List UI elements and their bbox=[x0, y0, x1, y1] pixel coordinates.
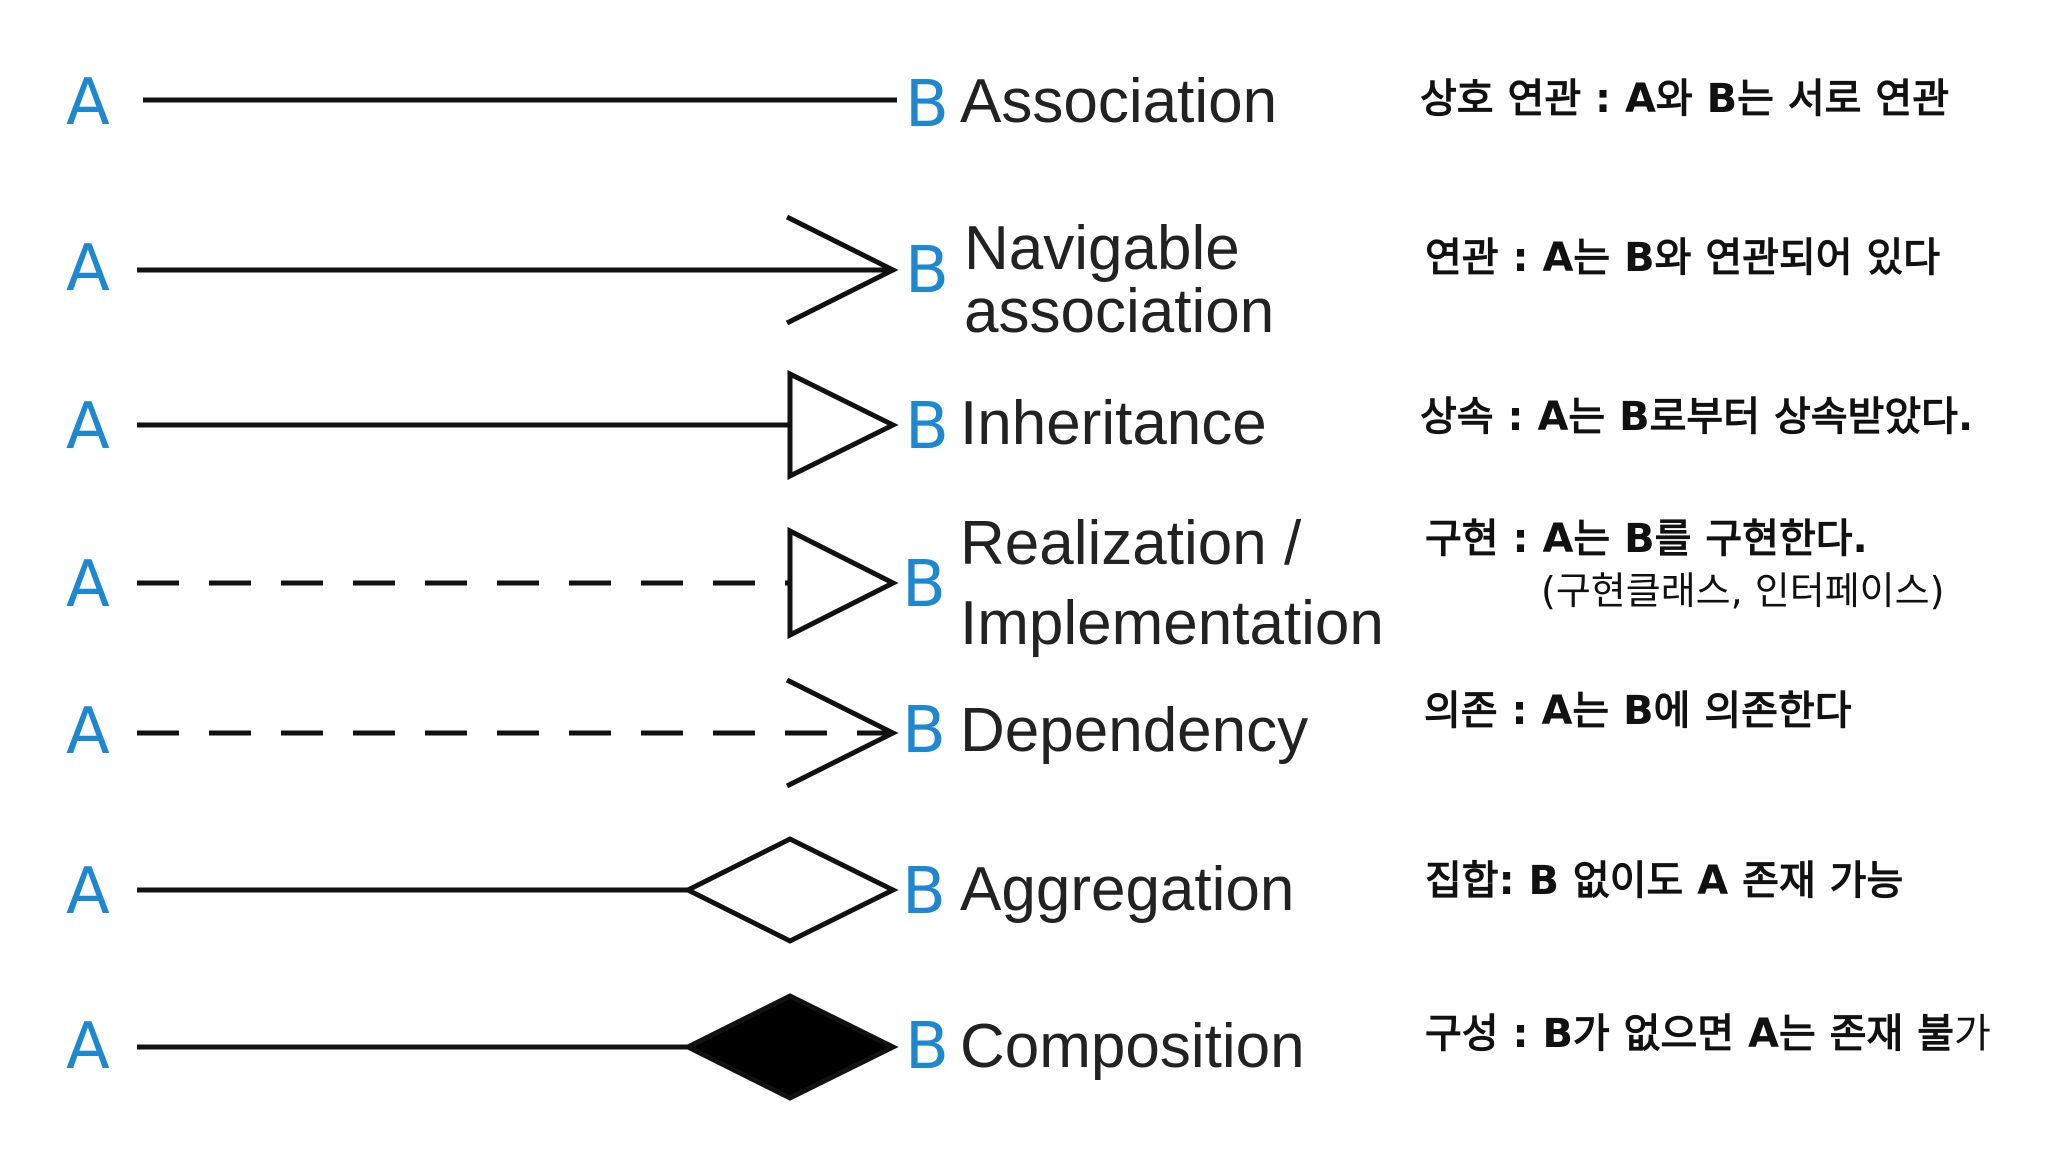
relationship-description-tail: 가 bbox=[1954, 1011, 1991, 1057]
endpoint-a: A bbox=[66, 548, 110, 622]
row-inheritance: A B Inheritance 상속 : A는 B로부터 상속받았다. bbox=[0, 350, 2048, 500]
association-connector bbox=[143, 97, 897, 103]
inheritance-connector bbox=[137, 369, 899, 481]
endpoint-a: A bbox=[66, 695, 110, 769]
endpoint-b: B bbox=[905, 1010, 949, 1084]
open-arrow-head bbox=[785, 677, 899, 789]
endpoint-b: B bbox=[902, 855, 946, 929]
relationship-name: Inheritance bbox=[960, 389, 1267, 458]
endpoint-a: A bbox=[66, 855, 110, 929]
relationship-name-line-2: association bbox=[964, 277, 1275, 346]
relationship-description-sub: (구현클래스, 인터페이스) bbox=[1541, 569, 1945, 613]
composition-connector bbox=[137, 993, 899, 1101]
endpoint-b: B bbox=[905, 68, 949, 142]
endpoint-b: B bbox=[902, 694, 946, 768]
relationship-name-line-2: Implementation bbox=[960, 589, 1384, 658]
endpoint-b: B bbox=[905, 390, 949, 464]
endpoint-a: A bbox=[66, 1010, 110, 1084]
relationship-name: Composition bbox=[960, 1012, 1305, 1081]
row-navigable-association: A B Navigable association 연관 : A는 B와 연관되… bbox=[0, 195, 2048, 346]
realization-connector bbox=[137, 526, 899, 640]
row-aggregation: A B Aggregation 집합: B 없이도 A 존재 가능 bbox=[0, 815, 2048, 965]
relationship-description: 집합: B 없이도 A 존재 가능 bbox=[1425, 858, 1904, 904]
relationship-description: 상속 : A는 B로부터 상속받았다. bbox=[1420, 394, 1974, 440]
relationship-name-line-1: Navigable bbox=[964, 214, 1240, 283]
endpoint-a: A bbox=[66, 66, 110, 140]
navigable-association-connector bbox=[137, 214, 899, 326]
filled-diamond-head bbox=[682, 993, 899, 1101]
endpoint-b: B bbox=[905, 234, 949, 308]
relationship-description-bold: 구성 : B가 없으면 A는 존재 불 bbox=[1425, 1011, 1954, 1057]
row-association: A B Association 상호 연관 : A와 B는 서로 연관 bbox=[0, 25, 2048, 175]
relationship-description: 상호 연관 : A와 B는 서로 연관 bbox=[1420, 76, 1949, 122]
row-dependency: A B Dependency 의존 : A는 B에 의존한다 bbox=[0, 655, 2048, 805]
hollow-diamond-head bbox=[682, 836, 899, 944]
relationship-name-line-1: Realization / bbox=[960, 509, 1302, 578]
hollow-triangle-head bbox=[787, 526, 899, 640]
relationship-name: Dependency bbox=[960, 696, 1309, 765]
dependency-connector bbox=[137, 677, 899, 789]
open-arrow-head bbox=[785, 214, 899, 326]
relationship-description: 구성 : B가 없으면 A는 존재 불가 bbox=[1425, 1010, 1991, 1058]
relationship-name: Aggregation bbox=[960, 855, 1295, 924]
aggregation-connector bbox=[137, 836, 899, 944]
relationship-description: 의존 : A는 B에 의존한다 bbox=[1424, 688, 1852, 734]
hollow-triangle-head bbox=[787, 369, 899, 481]
endpoint-b: B bbox=[902, 548, 946, 622]
relationship-description: 연관 : A는 B와 연관되어 있다 bbox=[1425, 235, 1941, 281]
endpoint-a: A bbox=[66, 390, 110, 464]
relationship-name: Association bbox=[960, 67, 1278, 136]
endpoint-a: A bbox=[66, 232, 110, 306]
relationship-description: 구현 : A는 B를 구현한다. bbox=[1425, 516, 1868, 562]
row-realization: A B Realization / Implementation 구현 : A는… bbox=[0, 505, 2048, 658]
row-composition: A B Composition 구성 : B가 없으면 A는 존재 불가 bbox=[0, 970, 2048, 1120]
